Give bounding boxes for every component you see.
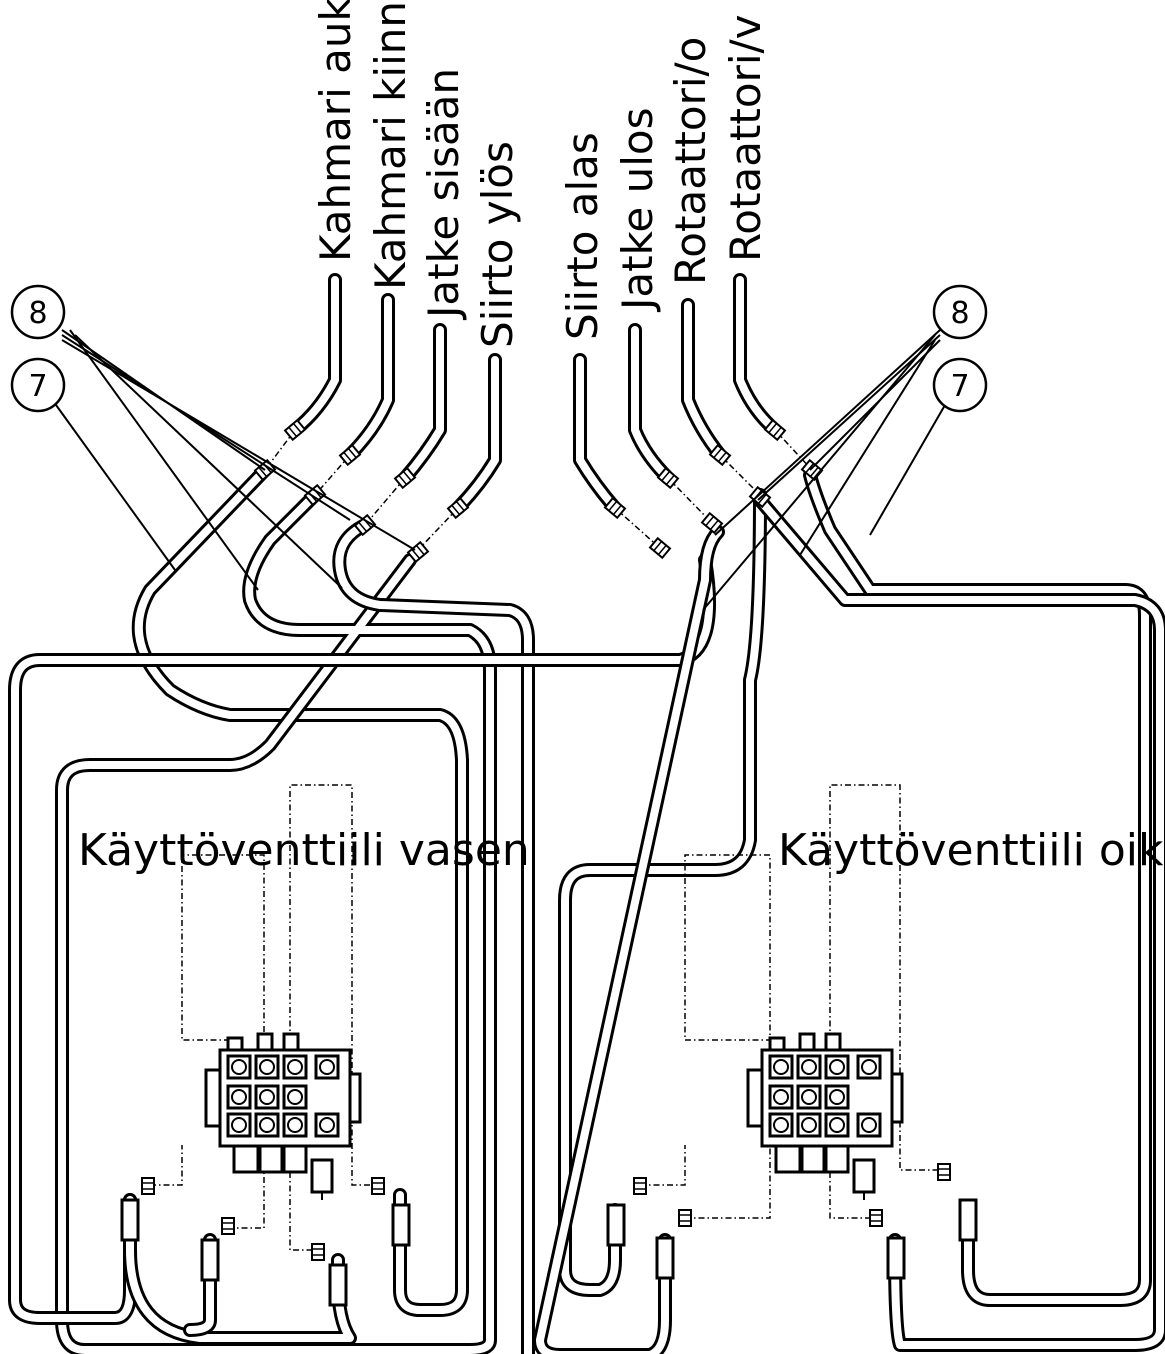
dash-connectors: [150, 429, 944, 1251]
svg-text:7: 7: [28, 369, 47, 404]
valve-right-heading: Käyttöventtiili oikea: [778, 825, 1165, 876]
callout-right-7: 7: [932, 357, 988, 413]
callout-leaders: [55, 329, 946, 611]
svg-text:8: 8: [28, 296, 47, 331]
label-jatke-sisaan: Jatke sisään: [419, 68, 468, 321]
bottom-hose-sleeves: [120, 1198, 978, 1307]
svg-text:8: 8: [950, 296, 969, 331]
callout-left-7: 7: [10, 357, 66, 413]
valve-left-heading: Käyttöventtiili vasen: [78, 825, 530, 876]
callout-right-8: 8: [932, 284, 988, 340]
label-siirto-ylos: Siirto ylös: [473, 141, 522, 348]
label-rotaattori-v: Rotaattori/v: [721, 14, 770, 262]
label-kahmari-auki: Kahmari auki: [311, 0, 360, 262]
label-kahmari-kiinni: Kahmari kiinni: [366, 0, 415, 290]
label-rotaattori-o: Rotaattori/o: [666, 37, 715, 285]
callout-left-8: 8: [10, 284, 66, 340]
label-jatke-ulos: Jatke ulos: [613, 108, 662, 313]
valve-block-left: [204, 1032, 362, 1202]
svg-text:7: 7: [950, 369, 969, 404]
valve-block-right: [746, 1032, 904, 1202]
label-siirto-alas: Siirto alas: [558, 132, 607, 340]
